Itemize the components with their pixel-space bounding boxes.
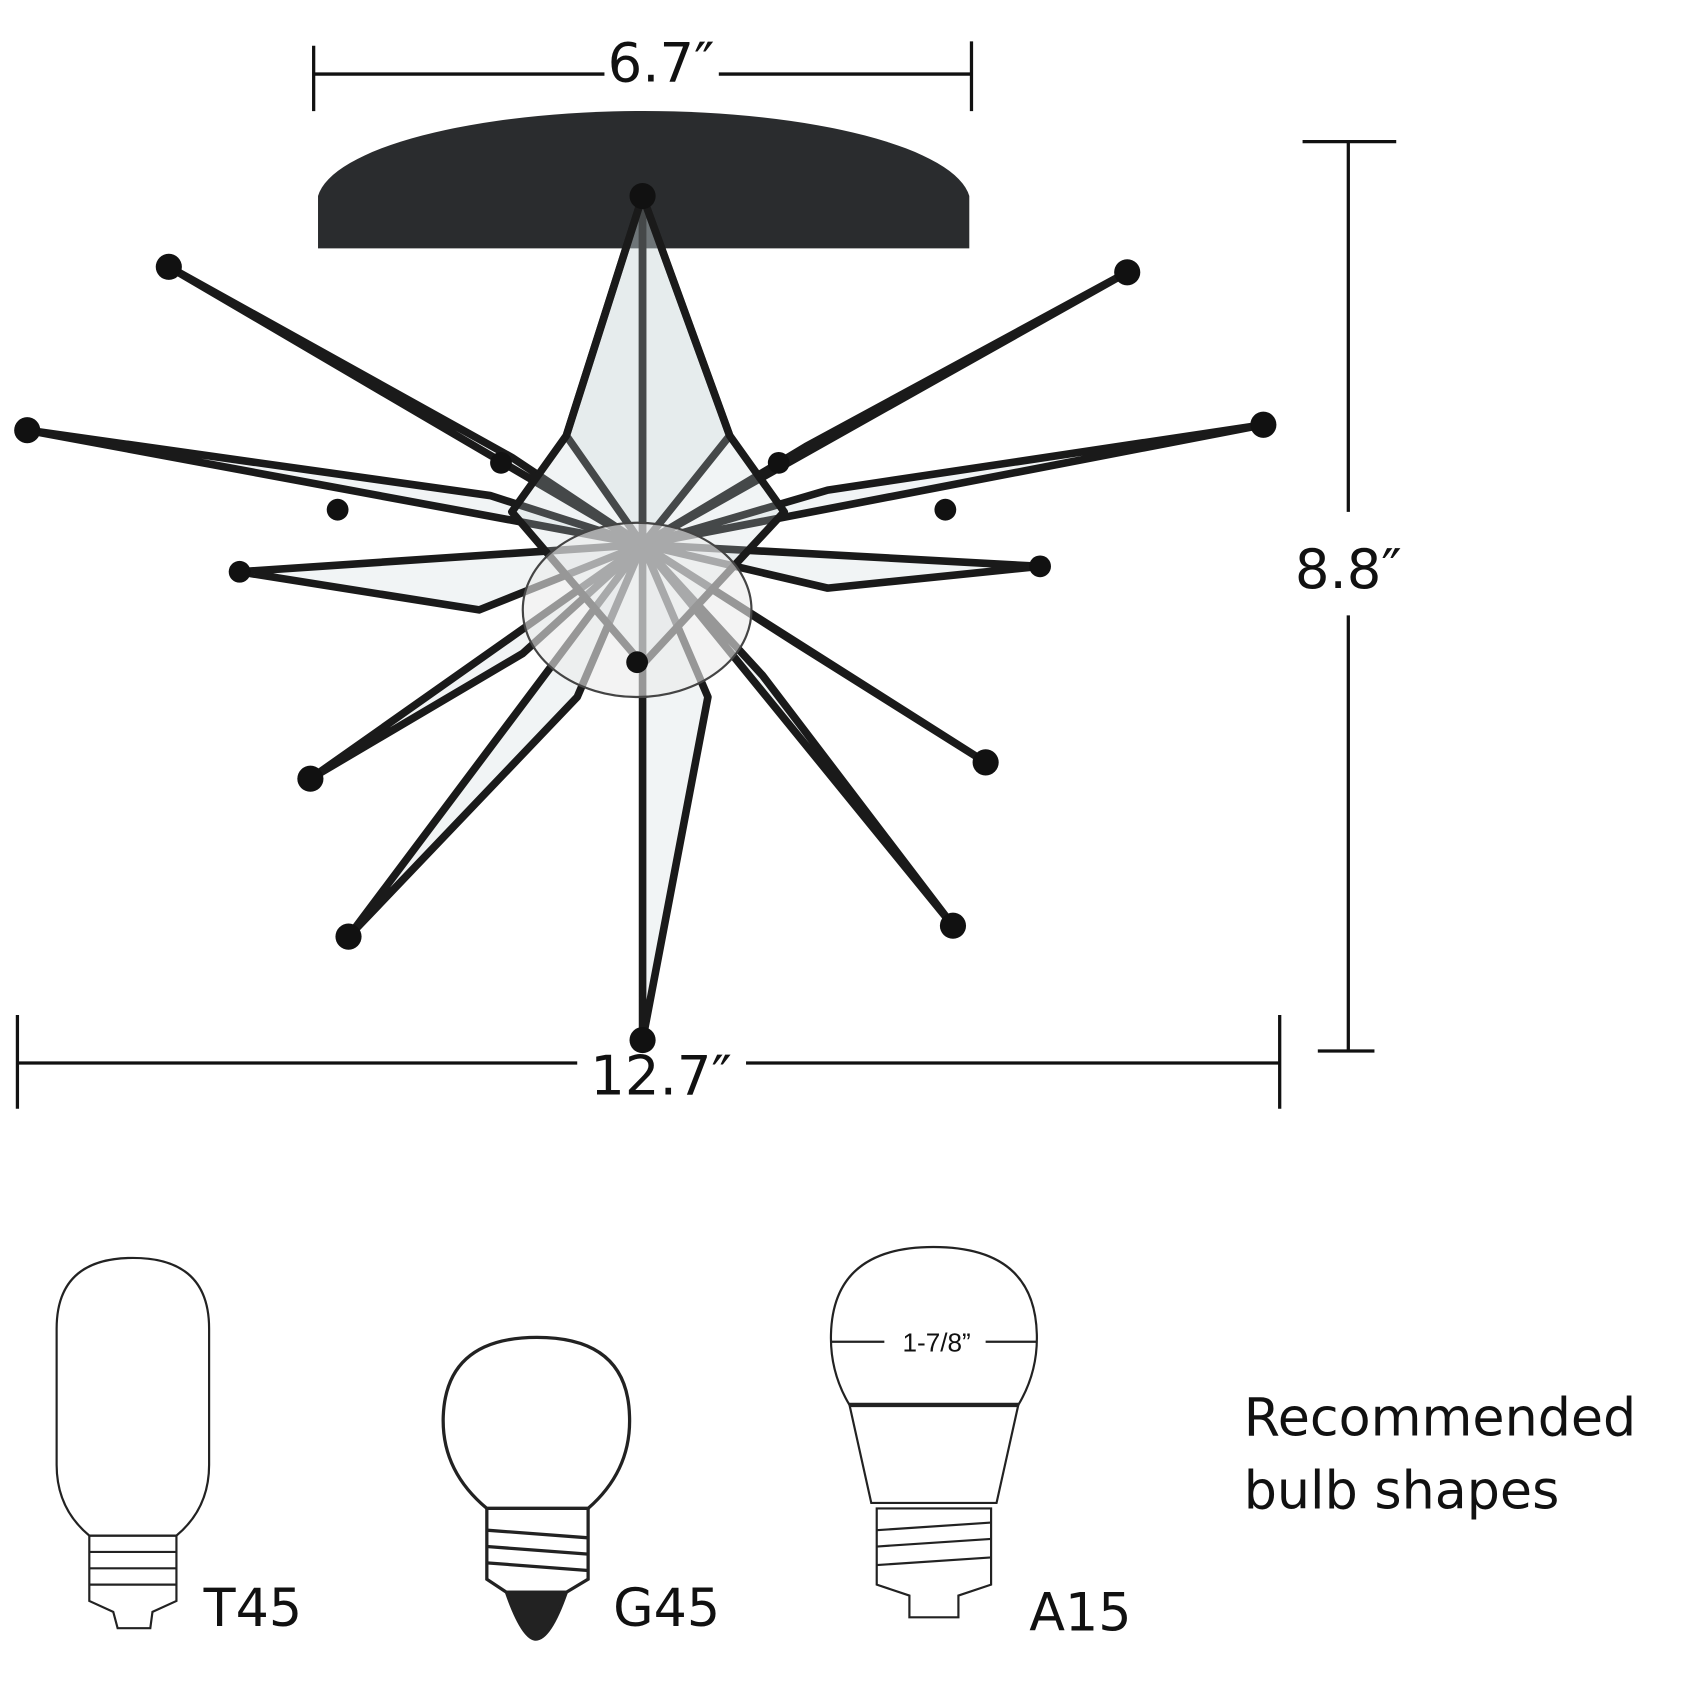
caption-line-2: bulb shapes xyxy=(1244,1460,1560,1521)
light-bulb xyxy=(521,521,753,699)
g45-label: G45 xyxy=(613,1578,720,1639)
height-label: 8.8″ xyxy=(1295,537,1402,601)
g45-bulb-icon xyxy=(441,1335,632,1641)
caption-line-1: Recommended xyxy=(1244,1387,1636,1448)
a15-diameter-label: 1-7/8” xyxy=(903,1328,971,1358)
top-width-label: 6.7″ xyxy=(608,31,715,95)
star-ceiling-light xyxy=(14,111,1277,1054)
overall-width-label: 12.7″ xyxy=(590,1044,732,1108)
a15-label: A15 xyxy=(1029,1582,1131,1643)
top-width-dimension xyxy=(312,41,974,112)
t45-label: T45 xyxy=(203,1578,302,1639)
a15-bulb-icon xyxy=(829,1245,1038,1619)
overall-width-dimension xyxy=(15,1015,1282,1109)
ceiling-canopy xyxy=(318,111,970,249)
height-dimension xyxy=(1302,139,1397,1053)
t45-bulb-icon xyxy=(55,1256,211,1630)
